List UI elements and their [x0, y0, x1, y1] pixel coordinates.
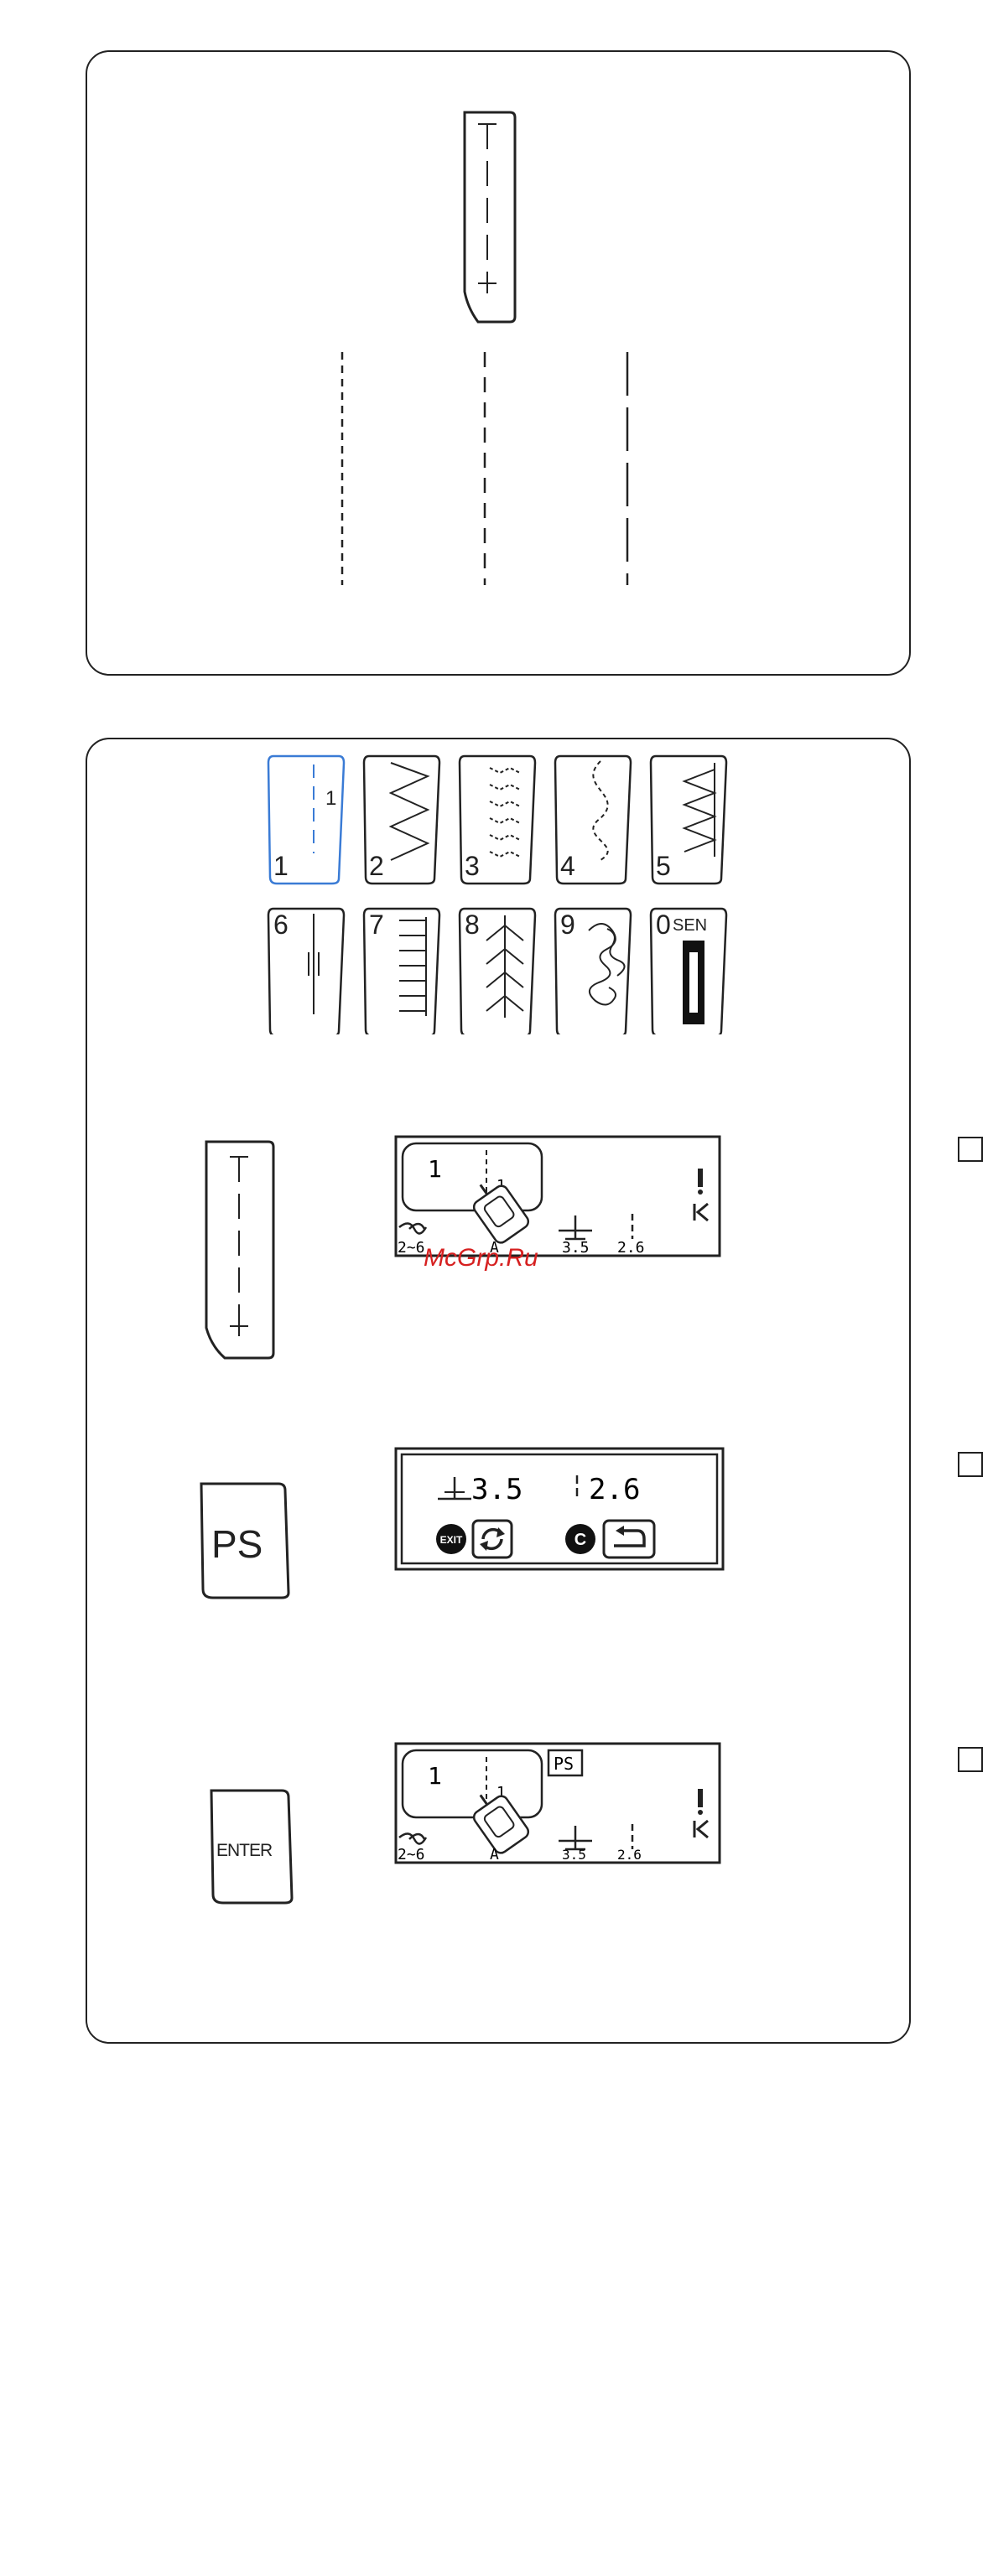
pattern-key-3-number: 3: [465, 851, 480, 881]
pattern-key-6[interactable]: 6: [268, 909, 344, 1034]
step-checkbox-3[interactable]: [958, 1747, 983, 1772]
lcd3-length: 2.6: [617, 1847, 642, 1863]
ps-tag: PS: [548, 1750, 582, 1775]
lcd3-ps-tag: PS: [554, 1754, 574, 1774]
lcd3-width: 3.5: [562, 1847, 586, 1863]
exit-icon: EXIT: [436, 1524, 466, 1554]
pattern-key-1-sub: 1: [325, 787, 336, 810]
enter-key-label: ENTER: [216, 1841, 273, 1860]
pattern-key-7-number: 7: [369, 910, 384, 940]
lcd1-tension: 2~6: [398, 1239, 425, 1257]
pattern-key-9-number: 9: [560, 910, 575, 940]
pattern-key-0-sub: SEN: [673, 916, 707, 935]
c-badge-label: C: [574, 1531, 586, 1549]
pattern-key-6-number: 6: [273, 910, 289, 940]
lcd2-length: 2.6: [589, 1473, 640, 1506]
pattern-key-3[interactable]: 3: [460, 756, 535, 884]
lcd-screen-ps-registered: 1 1 PS 2~6 A 3.5 2.6: [394, 1742, 721, 1864]
pattern-key-8-number: 8: [465, 910, 480, 940]
pattern-key-0-number: 0: [656, 910, 671, 940]
pattern-key-2-number: 2: [369, 851, 384, 881]
pattern-key-8[interactable]: 8: [460, 909, 535, 1034]
pattern-key-2[interactable]: 2: [364, 756, 439, 884]
pattern-key-1[interactable]: 11: [268, 756, 344, 884]
pattern-box: [403, 1143, 542, 1210]
lcd3-pattern-num: 1: [428, 1762, 442, 1790]
pattern-key-4[interactable]: 4: [555, 756, 631, 884]
lcd-screen-default: 1 1 2~6 A 3.5 2.6: [394, 1135, 721, 1257]
watermark: McGrp.Ru: [424, 1244, 538, 1272]
lcd1-width: 3.5: [562, 1239, 590, 1257]
ps-key-label: PS: [211, 1522, 263, 1566]
needle-icon: [698, 1169, 703, 1195]
pattern-key-5[interactable]: 5: [651, 756, 726, 884]
exit-badge-label: EXIT: [440, 1534, 463, 1546]
straight-stitch-key-2-icon[interactable]: [200, 1137, 283, 1363]
pattern-key-7[interactable]: 7: [364, 909, 439, 1034]
pattern-key-9[interactable]: 9: [555, 909, 631, 1034]
return-icon[interactable]: [604, 1521, 654, 1558]
lcd-screen-ps-mode: 3.5 2.6 EXIT C: [394, 1447, 725, 1571]
enter-key[interactable]: ENTER: [201, 1784, 302, 1908]
lcd1-pattern-num: 1: [428, 1155, 442, 1183]
pattern-key-4-number: 4: [560, 851, 575, 881]
stitch-length-samples: [319, 347, 671, 590]
straight-stitch-key-icon[interactable]: [460, 107, 527, 327]
lcd1-length: 2.6: [617, 1239, 645, 1257]
needle-icon-3: [698, 1789, 703, 1815]
ps-key[interactable]: PS: [195, 1477, 295, 1603]
lcd2-width: 3.5: [471, 1473, 522, 1506]
rotate-icon[interactable]: [473, 1521, 512, 1558]
pattern-key-5-number: 5: [656, 851, 671, 881]
lcd3-foot: A: [490, 1846, 499, 1863]
step-checkbox-1[interactable]: [958, 1137, 983, 1162]
lcd3-tension: 2~6: [398, 1846, 425, 1863]
pattern-key-1-number: 1: [273, 851, 289, 881]
step-checkbox-2[interactable]: [958, 1452, 983, 1477]
clear-icon: C: [565, 1524, 595, 1554]
